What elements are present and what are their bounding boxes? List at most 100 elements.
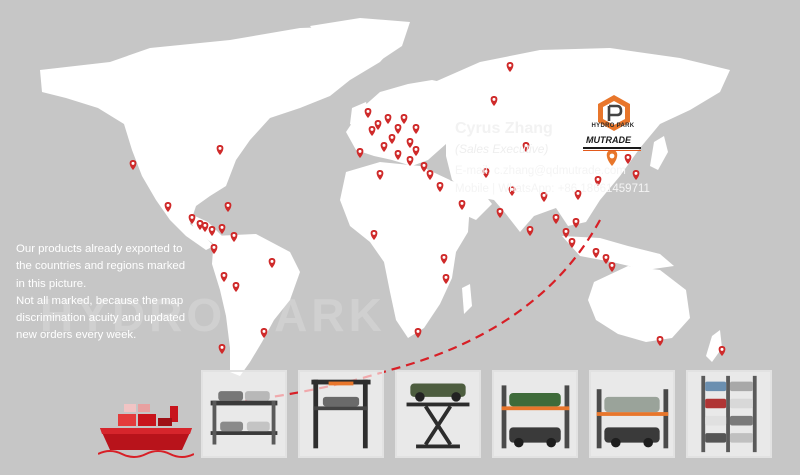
location-marker-icon bbox=[218, 344, 226, 354]
location-marker-icon bbox=[188, 214, 196, 224]
continent-africa bbox=[340, 162, 470, 338]
market-markers bbox=[129, 62, 726, 356]
continent-sea-islands bbox=[562, 236, 674, 270]
product-two-level-puzzle-parking[interactable] bbox=[201, 370, 287, 458]
continent-madagascar bbox=[462, 284, 472, 314]
continent-asia bbox=[430, 48, 730, 232]
location-marker-icon bbox=[412, 124, 420, 134]
location-marker-icon bbox=[414, 328, 422, 338]
exports-note-line: discrimination acuity and updated bbox=[16, 312, 186, 325]
location-marker-icon bbox=[420, 162, 428, 172]
continent-north-america bbox=[40, 26, 400, 250]
puzzle-parking-icon bbox=[210, 391, 278, 445]
location-marker-icon bbox=[129, 160, 137, 170]
location-marker-icon bbox=[412, 146, 420, 156]
multi-level-stacker-icon bbox=[701, 375, 757, 453]
location-marker-icon bbox=[458, 200, 466, 210]
location-marker-icon bbox=[374, 120, 382, 130]
continent-greenland bbox=[310, 18, 410, 66]
location-marker-icon bbox=[220, 272, 228, 282]
location-marker-icon bbox=[384, 114, 392, 124]
product-four-post-double-lift[interactable] bbox=[589, 370, 675, 458]
brand-underline bbox=[583, 147, 641, 149]
contact-card: Cyrus Zhang (Sales Executive) E-mail: c.… bbox=[455, 120, 650, 201]
hydro-park-logo-icon bbox=[598, 95, 630, 131]
location-marker-icon bbox=[540, 192, 548, 202]
location-marker-icon bbox=[508, 186, 516, 196]
location-marker-icon bbox=[210, 244, 218, 254]
continent-australia bbox=[588, 266, 690, 342]
location-marker-icon bbox=[394, 150, 402, 160]
scissor-lift-icon bbox=[406, 383, 470, 449]
continent-south-america bbox=[212, 234, 300, 376]
location-marker-icon bbox=[356, 148, 364, 158]
location-marker-icon bbox=[406, 156, 414, 166]
location-marker-icon bbox=[526, 226, 534, 236]
location-marker-icon bbox=[426, 170, 434, 180]
location-marker-icon bbox=[718, 346, 726, 356]
location-marker-icon bbox=[268, 258, 276, 268]
continent-europe bbox=[346, 80, 460, 166]
contact-email[interactable]: E-mail: c.zhang@qdmutrade.com bbox=[455, 165, 626, 177]
location-marker-icon bbox=[218, 224, 226, 234]
location-marker-icon bbox=[208, 226, 216, 236]
brand-watermark: HYDRO PARK bbox=[40, 289, 386, 341]
location-marker-icon bbox=[568, 238, 576, 248]
four-post-double-lift-icon bbox=[596, 389, 669, 449]
brand-name: MUTRADE bbox=[586, 135, 631, 145]
continent-japan bbox=[650, 136, 668, 170]
location-marker-icon bbox=[574, 190, 582, 200]
exports-note-line: in this picture. bbox=[16, 277, 87, 290]
exports-note: Our products already exported to the cou… bbox=[16, 241, 206, 345]
location-marker-icon bbox=[260, 328, 268, 338]
headquarters-marker-icon bbox=[606, 150, 618, 166]
location-marker-icon bbox=[406, 138, 414, 148]
brand-underline-accent bbox=[583, 150, 641, 151]
location-marker-icon bbox=[232, 282, 240, 292]
cargo-ship-icon bbox=[98, 404, 194, 458]
location-marker-icon bbox=[370, 230, 378, 240]
location-marker-icon bbox=[594, 176, 602, 186]
four-post-lift-icon bbox=[311, 379, 371, 449]
location-marker-icon bbox=[224, 202, 232, 212]
location-marker-icon bbox=[552, 214, 560, 224]
continent-new-zealand bbox=[706, 330, 722, 362]
location-marker-icon bbox=[380, 142, 388, 152]
location-marker-icon bbox=[376, 170, 384, 180]
location-marker-icon bbox=[368, 126, 376, 136]
location-marker-icon bbox=[230, 232, 238, 242]
exports-note-line: the countries and regions marked bbox=[16, 260, 186, 273]
contact-phone[interactable]: Mobile | WhatsApp: +86 18661459711 bbox=[455, 183, 650, 195]
product-two-post-parking-lift[interactable] bbox=[492, 370, 578, 458]
location-marker-icon bbox=[196, 220, 204, 230]
product-gallery bbox=[201, 370, 774, 460]
location-marker-icon bbox=[632, 170, 640, 180]
exports-note-line: new orders every week. bbox=[16, 329, 137, 342]
location-marker-icon bbox=[394, 124, 402, 134]
continent-arabia bbox=[446, 180, 492, 220]
product-four-post-lift[interactable] bbox=[298, 370, 384, 458]
contact-name: Cyrus Zhang bbox=[455, 120, 553, 137]
location-marker-icon bbox=[442, 274, 450, 284]
location-marker-icon bbox=[201, 222, 209, 232]
logo-caption: HYDRO PARK bbox=[591, 123, 635, 129]
location-marker-icon bbox=[562, 228, 570, 238]
location-marker-icon bbox=[592, 248, 600, 258]
continent-uk bbox=[350, 102, 370, 130]
product-scissor-lift[interactable] bbox=[395, 370, 481, 458]
exports-note-line: Our products already exported to bbox=[16, 243, 183, 255]
location-marker-icon bbox=[656, 336, 664, 346]
location-marker-icon bbox=[496, 208, 504, 218]
exports-note-line: Not all marked, because the map bbox=[16, 294, 184, 307]
location-marker-icon bbox=[608, 262, 616, 272]
product-multi-level-stacker[interactable] bbox=[686, 370, 772, 458]
location-marker-icon bbox=[164, 202, 172, 212]
location-marker-icon bbox=[400, 114, 408, 124]
location-marker-icon bbox=[436, 182, 444, 192]
location-marker-icon bbox=[364, 108, 372, 118]
two-post-parking-lift-icon bbox=[501, 385, 570, 449]
location-marker-icon bbox=[440, 254, 448, 264]
location-marker-icon bbox=[522, 142, 530, 152]
location-marker-icon bbox=[482, 168, 490, 178]
